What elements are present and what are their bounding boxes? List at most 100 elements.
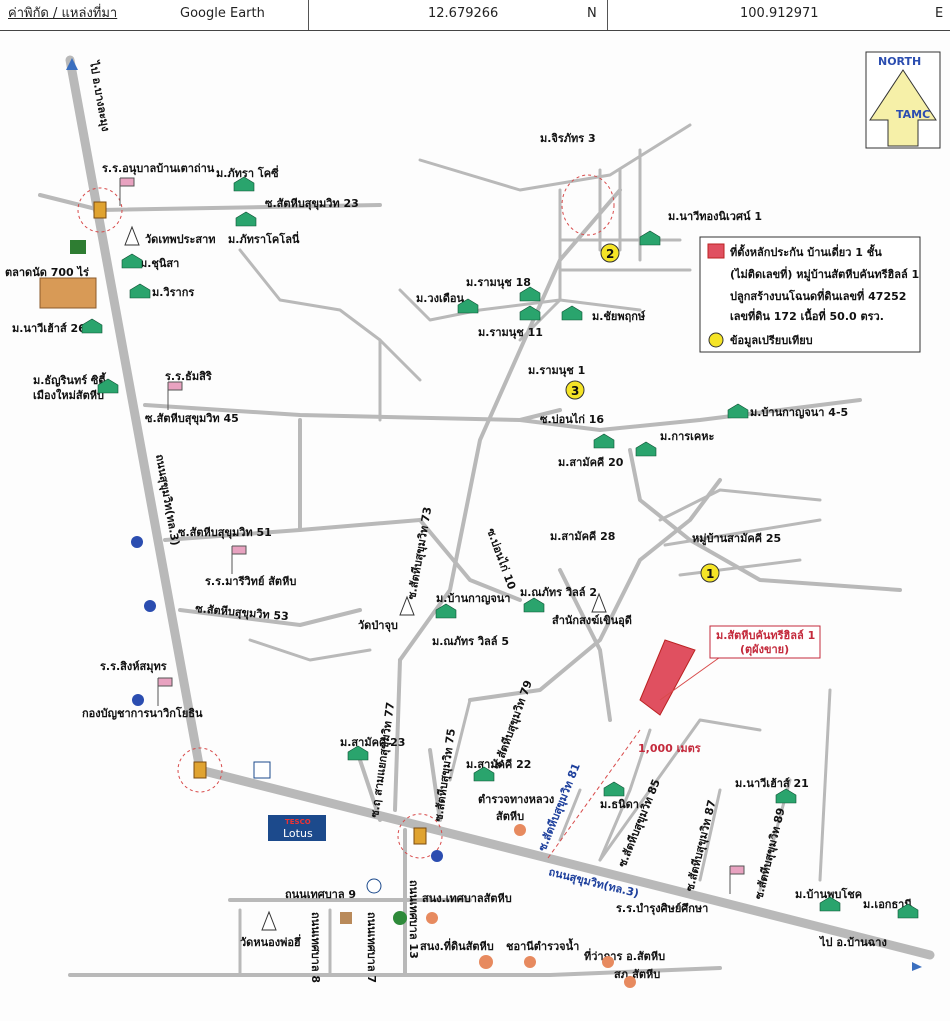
house-icon — [97, 378, 119, 394]
place-label: ม.ชัยพฤกษ์ — [592, 310, 646, 323]
subject-callout-box — [709, 625, 821, 659]
legend-subject-swatch — [707, 243, 725, 259]
market-photo — [39, 277, 97, 309]
road-local — [248, 638, 372, 662]
road-soi-73 — [398, 188, 622, 662]
house-icon — [635, 441, 657, 457]
gas-station-icons — [131, 536, 636, 988]
place-label: สนง.เทศบาลสัตหีบ — [422, 892, 512, 905]
coordinate-label: ค่าพิกัด / แหล่งที่มา — [8, 6, 118, 21]
subject-callout-line2: (ตุผังขาย) — [740, 643, 789, 657]
place-labels: ร.ร.อนุบาลบ้านเตาถ่าน ม.ภัทรา โคซี่ ม.ภั… — [5, 132, 912, 981]
place-label: ม.นาวีเฮ้าส์ 26 — [12, 322, 86, 335]
office-icon — [524, 956, 536, 968]
place-label: สนง.ที่ดินสัตหีบ — [420, 938, 494, 953]
place-label: ม.วิรากร — [152, 286, 194, 299]
road-soi-79 — [468, 478, 722, 702]
place-label: ม.รามนุช 11 — [478, 326, 543, 340]
north-arrow: NORTH TAMC — [865, 51, 941, 149]
place-label: ร.ร.อนุบาลบ้านเตาถ่าน — [102, 162, 215, 176]
road-label: ซ.สัตหีบสุขุมวิท 51 — [178, 526, 272, 540]
road-label: ซ.สัตหีบสุขุมวิท 23 — [265, 197, 359, 211]
road-local — [678, 558, 802, 577]
latitude-value: 12.679266 — [428, 6, 499, 21]
place-label: วัดหนองพ่อฮึ่ — [240, 934, 302, 949]
header-divider — [607, 0, 608, 30]
temple-icons — [124, 225, 607, 931]
arrow-up-icon — [66, 58, 78, 70]
place-label: วัดเทพประสาท — [145, 233, 216, 246]
house-icon — [121, 253, 143, 269]
house-icon — [81, 318, 103, 334]
place-label: ตลาดนัด 700 ไร่ — [5, 265, 89, 279]
road-soi-81 — [558, 788, 582, 842]
road-soi-45 — [143, 403, 562, 422]
traffic-light-icon — [397, 813, 443, 859]
place-label: ม.รามนุช 1 — [528, 364, 585, 378]
road-link — [818, 688, 832, 882]
header-divider — [308, 0, 309, 30]
building-icon — [340, 912, 352, 924]
road-local — [238, 248, 422, 382]
place-label: ตำรวจทางหลวง — [478, 793, 554, 806]
place-label: ม.การเคหะ — [660, 430, 715, 443]
latitude-direction: N — [587, 6, 597, 21]
legend-subject-line2: (ไม่ติดเลขที่) หมู่บ้านสัตหีบคันทรีฮิลล์… — [730, 266, 919, 282]
road-soi-53 — [178, 608, 362, 627]
lotus-logo-text: Lotus — [283, 827, 313, 840]
gas-station-icon — [431, 850, 443, 862]
place-label: กองบัญชาการนาวิกโยธิน — [82, 706, 203, 720]
house-icon — [727, 403, 749, 419]
road-label: ถนนเทศบาล 13 — [407, 880, 420, 959]
village-icons — [81, 176, 919, 919]
road-label: ซ.สัตหีบสุขุมวิท 53 — [195, 602, 290, 624]
house-icon — [519, 286, 541, 302]
place-label: เมืองใหม่สัตหีบ — [33, 388, 104, 402]
big-c-icon — [70, 240, 86, 254]
road-soi-85 — [598, 728, 652, 862]
road-bonkai-16 — [518, 398, 862, 432]
distance-line — [547, 729, 641, 859]
road-network — [38, 55, 935, 977]
house-icon — [897, 903, 919, 919]
house-icon — [523, 597, 545, 613]
coordinate-header: ค่าพิกัด / แหล่งที่มา Google Earth 12.67… — [0, 0, 950, 31]
legend-subject-line1: ที่ตั้งหลักประกัน บ้านเดี่ยว 1 ชั้น — [730, 244, 882, 259]
place-label: ม.ภัทราโคโลนี่ — [228, 231, 300, 246]
house-icon — [819, 896, 841, 912]
place-label: ม.รามนุช 18 — [466, 276, 531, 290]
comparable-marker-1: 1 — [700, 563, 720, 583]
place-label: ม.บ้านกาญจนา — [436, 592, 510, 605]
road-label: ซ.สัตหีบสุขุมวิท 75 — [432, 728, 459, 823]
house-icon — [519, 305, 541, 321]
school-flag-icons — [119, 177, 745, 894]
place-label: ม.นาวีทองนิเวศน์ 1 — [668, 210, 762, 223]
north-arrow-icon — [869, 69, 937, 147]
place-label: ร.ร.ธัมสิริ — [165, 370, 212, 383]
place-label: ม.ธัญรินทร์ ซิตี้ — [33, 372, 107, 387]
legend-comparable-swatch — [708, 332, 724, 348]
place-label: วัดป่าจุบ — [358, 619, 398, 633]
traffic-light-icon — [77, 187, 123, 233]
place-label: ม.ธนิดา — [600, 798, 639, 811]
road-local — [663, 518, 822, 547]
place-label: สัตหีบ — [496, 810, 524, 823]
road-label: ซ.สัตหีบสุขุมวิท 45 — [145, 412, 239, 426]
tesco-lotus-logo — [268, 815, 326, 841]
house-icon — [561, 305, 583, 321]
subject-property-polygon — [639, 639, 696, 716]
road-bonkai-10 — [418, 518, 522, 602]
road-label: ซ.สัตหีบสุขุมวิท 89 — [752, 807, 788, 901]
place-label: สภ.สัตหีบ — [614, 968, 660, 981]
bank-icon — [393, 911, 407, 925]
place-label: ม.สามัคคี 23 — [340, 736, 405, 749]
gas-station-icon — [131, 536, 143, 548]
gas-station-icon — [144, 600, 156, 612]
office-icon — [426, 912, 438, 924]
road-label: ถนนเทศบาล 7 — [365, 912, 378, 983]
tesco-logo-text: TESCO — [285, 818, 311, 826]
subject-callout-line1: ม.สัตหีบคันทรีฮิลล์ 1 — [716, 629, 815, 642]
road-link — [558, 568, 612, 722]
place-label: ที่ว่าการ อ.สัตหีบ — [584, 948, 665, 963]
place-label: ม.เอกธานี — [863, 898, 912, 911]
